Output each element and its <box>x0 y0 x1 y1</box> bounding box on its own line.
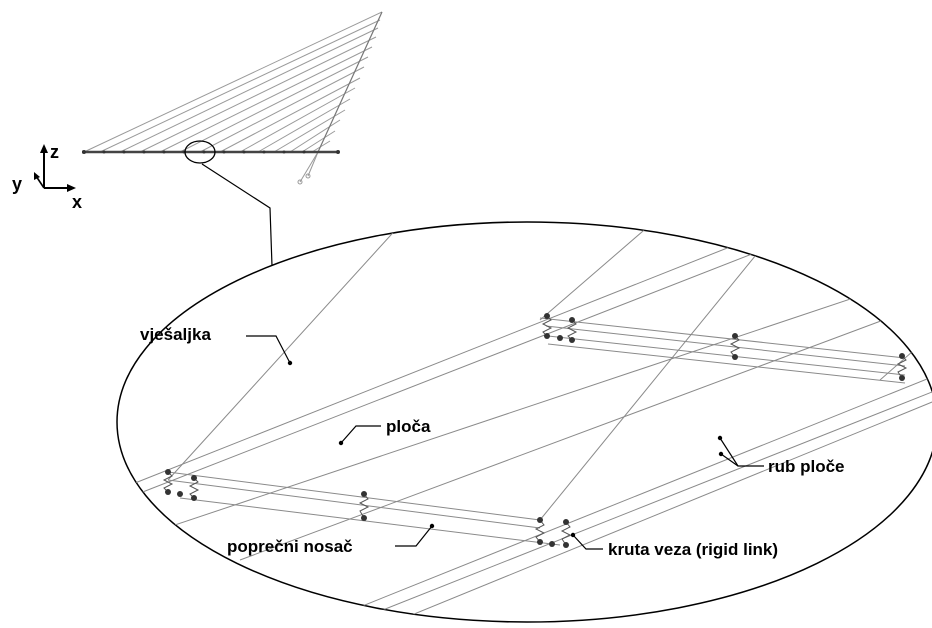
detail-ellipse <box>116 221 932 623</box>
label-slab-edge: rub ploče <box>768 457 845 476</box>
detail-view <box>116 221 932 623</box>
axis-y-label: y <box>12 174 22 194</box>
axis-triad: z y x <box>12 142 82 212</box>
zoom-circle <box>184 140 216 164</box>
overview-deck-nodes <box>82 150 340 154</box>
detail-nodes <box>165 313 905 548</box>
longitudinal-members <box>129 234 932 622</box>
label-slab: ploča <box>386 417 431 436</box>
label-rigid-link: kruta veza (rigid link) <box>608 540 778 559</box>
overview-pylon-leg <box>299 151 319 183</box>
overview-model <box>82 11 383 267</box>
axis-z-label: z <box>50 142 59 162</box>
label-hanger: vješaljka <box>140 325 211 344</box>
overview-cables <box>83 11 383 153</box>
axis-x-label: x <box>72 192 82 212</box>
callouts: vješaljka ploča rub ploče poprečni nosač… <box>140 325 845 559</box>
label-cross-beam: poprečni nosač <box>227 537 353 556</box>
zoom-leader-line <box>201 163 273 267</box>
cross-beams <box>167 317 906 546</box>
rigid-links <box>162 315 908 546</box>
overview-pylon <box>317 11 383 153</box>
